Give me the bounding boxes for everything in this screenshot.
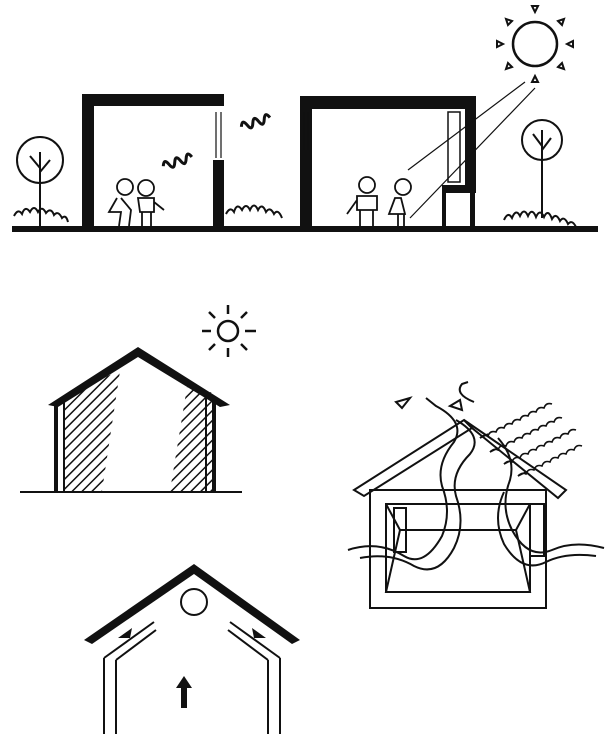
sun-icon	[497, 6, 573, 82]
heat-wave-icon	[240, 114, 271, 131]
up-arrow-icon	[176, 676, 192, 708]
children-icon	[347, 177, 411, 226]
gable-shading-figure	[20, 295, 280, 500]
gable-shading-svg	[20, 295, 280, 500]
gable-roof	[84, 564, 300, 644]
vent-opening-icon	[252, 628, 266, 638]
right-room-section	[300, 96, 476, 228]
shrub-icon	[226, 206, 282, 219]
sun-icon	[202, 305, 256, 357]
children-icon	[109, 179, 164, 226]
stack-ventilation-svg	[70, 560, 320, 734]
left-room-section	[82, 94, 224, 228]
shrub-icon	[504, 212, 576, 228]
section-two-rooms-figure	[0, 0, 612, 250]
section-two-rooms-svg	[0, 0, 612, 250]
heat-wave-icon	[162, 153, 193, 170]
tree-icon	[522, 120, 562, 218]
vent-opening-icon	[118, 628, 132, 638]
hatched-shadow-icon	[64, 371, 120, 491]
roof-ventilation-figure	[340, 380, 612, 620]
roof-ventilation-svg	[340, 380, 612, 620]
vent-opening-icon	[181, 589, 207, 615]
stack-ventilation-figure	[70, 560, 320, 734]
